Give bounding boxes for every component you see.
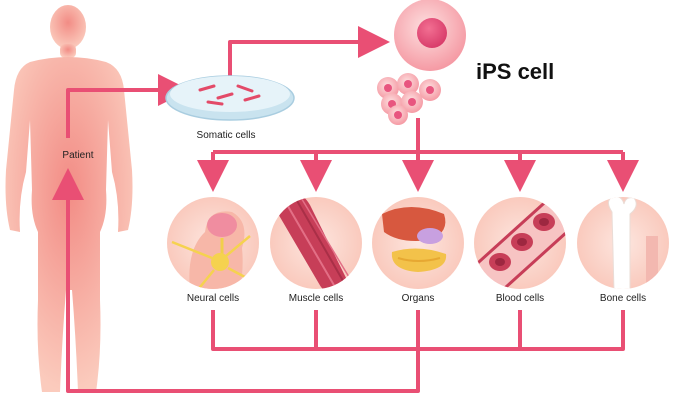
muscle-cells-label: Muscle cells	[288, 293, 344, 304]
bone-icon	[577, 197, 669, 289]
organs-icon	[372, 197, 464, 289]
blood-cells-label: Blood cells	[495, 293, 545, 304]
blood-cells-icon	[474, 197, 566, 289]
ips-cell-title: iPS cell	[476, 59, 555, 84]
ips-cell-icon	[394, 0, 466, 71]
muscle-fiber-icon	[270, 197, 362, 289]
patient-label: Patient	[62, 150, 94, 161]
ips-colony-icon	[377, 73, 441, 125]
bone-cells-label: Bone cells	[599, 293, 647, 304]
neural-cell-icon	[167, 197, 259, 289]
organs-label: Organs	[401, 293, 435, 304]
somatic-cells-label: Somatic cells	[196, 130, 256, 141]
neural-cells-label: Neural cells	[186, 293, 240, 304]
petri-dish	[165, 75, 295, 121]
connector-arrows	[52, 26, 639, 393]
